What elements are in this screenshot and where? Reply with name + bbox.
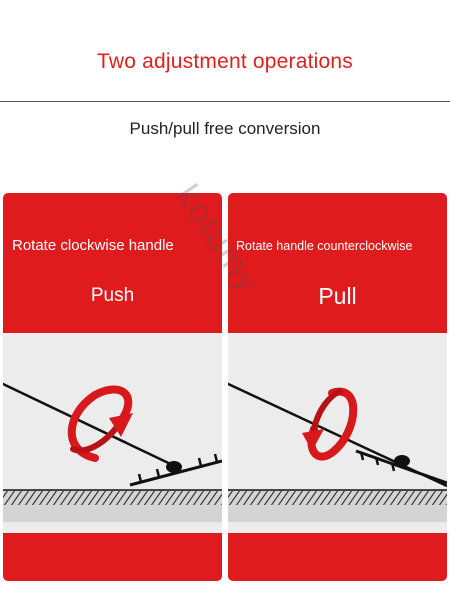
pull-illustration bbox=[228, 333, 447, 533]
base-plate bbox=[129, 453, 222, 487]
ground-hatching bbox=[228, 491, 447, 505]
push-caption: Rotate clockwise handle bbox=[12, 237, 174, 254]
page-subtitle: Push/pull free conversion bbox=[129, 119, 321, 138]
push-panel: Rotate clockwise handle Push bbox=[3, 193, 222, 581]
base-plate bbox=[355, 449, 447, 485]
push-label: Push bbox=[90, 285, 135, 306]
page-title: Two adjustment operations bbox=[97, 50, 353, 73]
clockwise-arrow-icon bbox=[67, 385, 133, 462]
handle-lever bbox=[3, 382, 182, 471]
pull-label: Pull bbox=[318, 283, 357, 309]
counterclockwise-arrow-icon bbox=[302, 387, 358, 461]
ground-hatching bbox=[3, 491, 222, 505]
divider bbox=[0, 101, 450, 102]
pull-caption: Rotate handle counterclockwise bbox=[236, 239, 413, 253]
pull-panel: Rotate handle counterclockwise Pull bbox=[228, 193, 447, 581]
push-illustration bbox=[3, 333, 222, 533]
